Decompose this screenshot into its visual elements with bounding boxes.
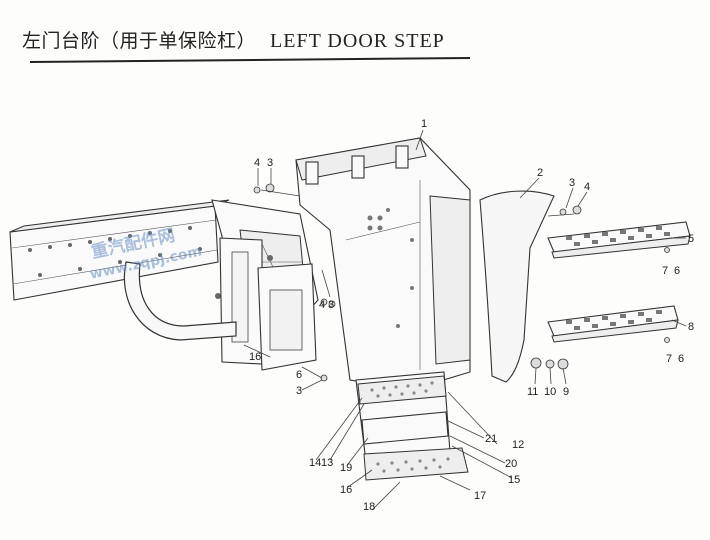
title-chinese: 左门台阶（用于单保险杠） [22,30,257,52]
lower-tread-plate [547,305,679,343]
fasteners [253,183,670,382]
callout-11: 11 [527,386,538,398]
callout-12: 12 [512,439,524,451]
lower-step-frame [355,371,469,481]
callout-3: 3 [296,385,302,397]
callout-9: 9 [563,386,569,398]
callout-17: 17 [474,490,486,502]
callout-3: 3 [569,177,575,189]
callout-19: 19 [340,462,352,474]
leader-lines [243,129,687,511]
page-title: 左门台阶（用于单保险杠） LEFT DOOR STEP [22,26,445,53]
callout-5: 5 [688,233,694,245]
bumper-support-tube [123,261,237,341]
callout-4: 4 [254,157,260,169]
fender-cover [479,190,555,383]
callout-15: 15 [508,474,520,486]
callout-6: 6 [674,265,680,277]
callout-3: 3 [328,299,334,311]
callout-6: 6 [296,369,302,381]
frame-rail [9,199,230,301]
callout-4: 4 [319,299,325,311]
title-english: LEFT DOOR STEP [270,30,445,52]
title-underline [29,57,471,63]
callout-7: 7 [666,353,672,365]
callout-14: 14 [309,457,321,469]
callout-7: 7 [662,265,668,277]
step-main-panel [295,137,471,391]
callout-16: 16 [340,484,352,496]
callout-3: 3 [267,157,273,169]
callout-21: 21 [485,433,497,445]
callout-2: 2 [537,167,543,179]
callout-1: 1 [421,118,427,130]
callout-numbers: 1 2 4 3 3 4 5 7 6 8 7 6 4 3 16 6 3 11 10… [249,118,694,513]
callout-10: 10 [544,386,556,398]
callout-13: 13 [321,457,333,469]
upper-tread-plate [547,221,691,259]
callout-4: 4 [584,181,590,193]
callout-18: 18 [363,501,375,513]
callout-20: 20 [505,458,517,470]
callout-8: 8 [688,321,694,333]
callout-6: 6 [678,353,684,365]
callout-16: 16 [249,351,261,363]
